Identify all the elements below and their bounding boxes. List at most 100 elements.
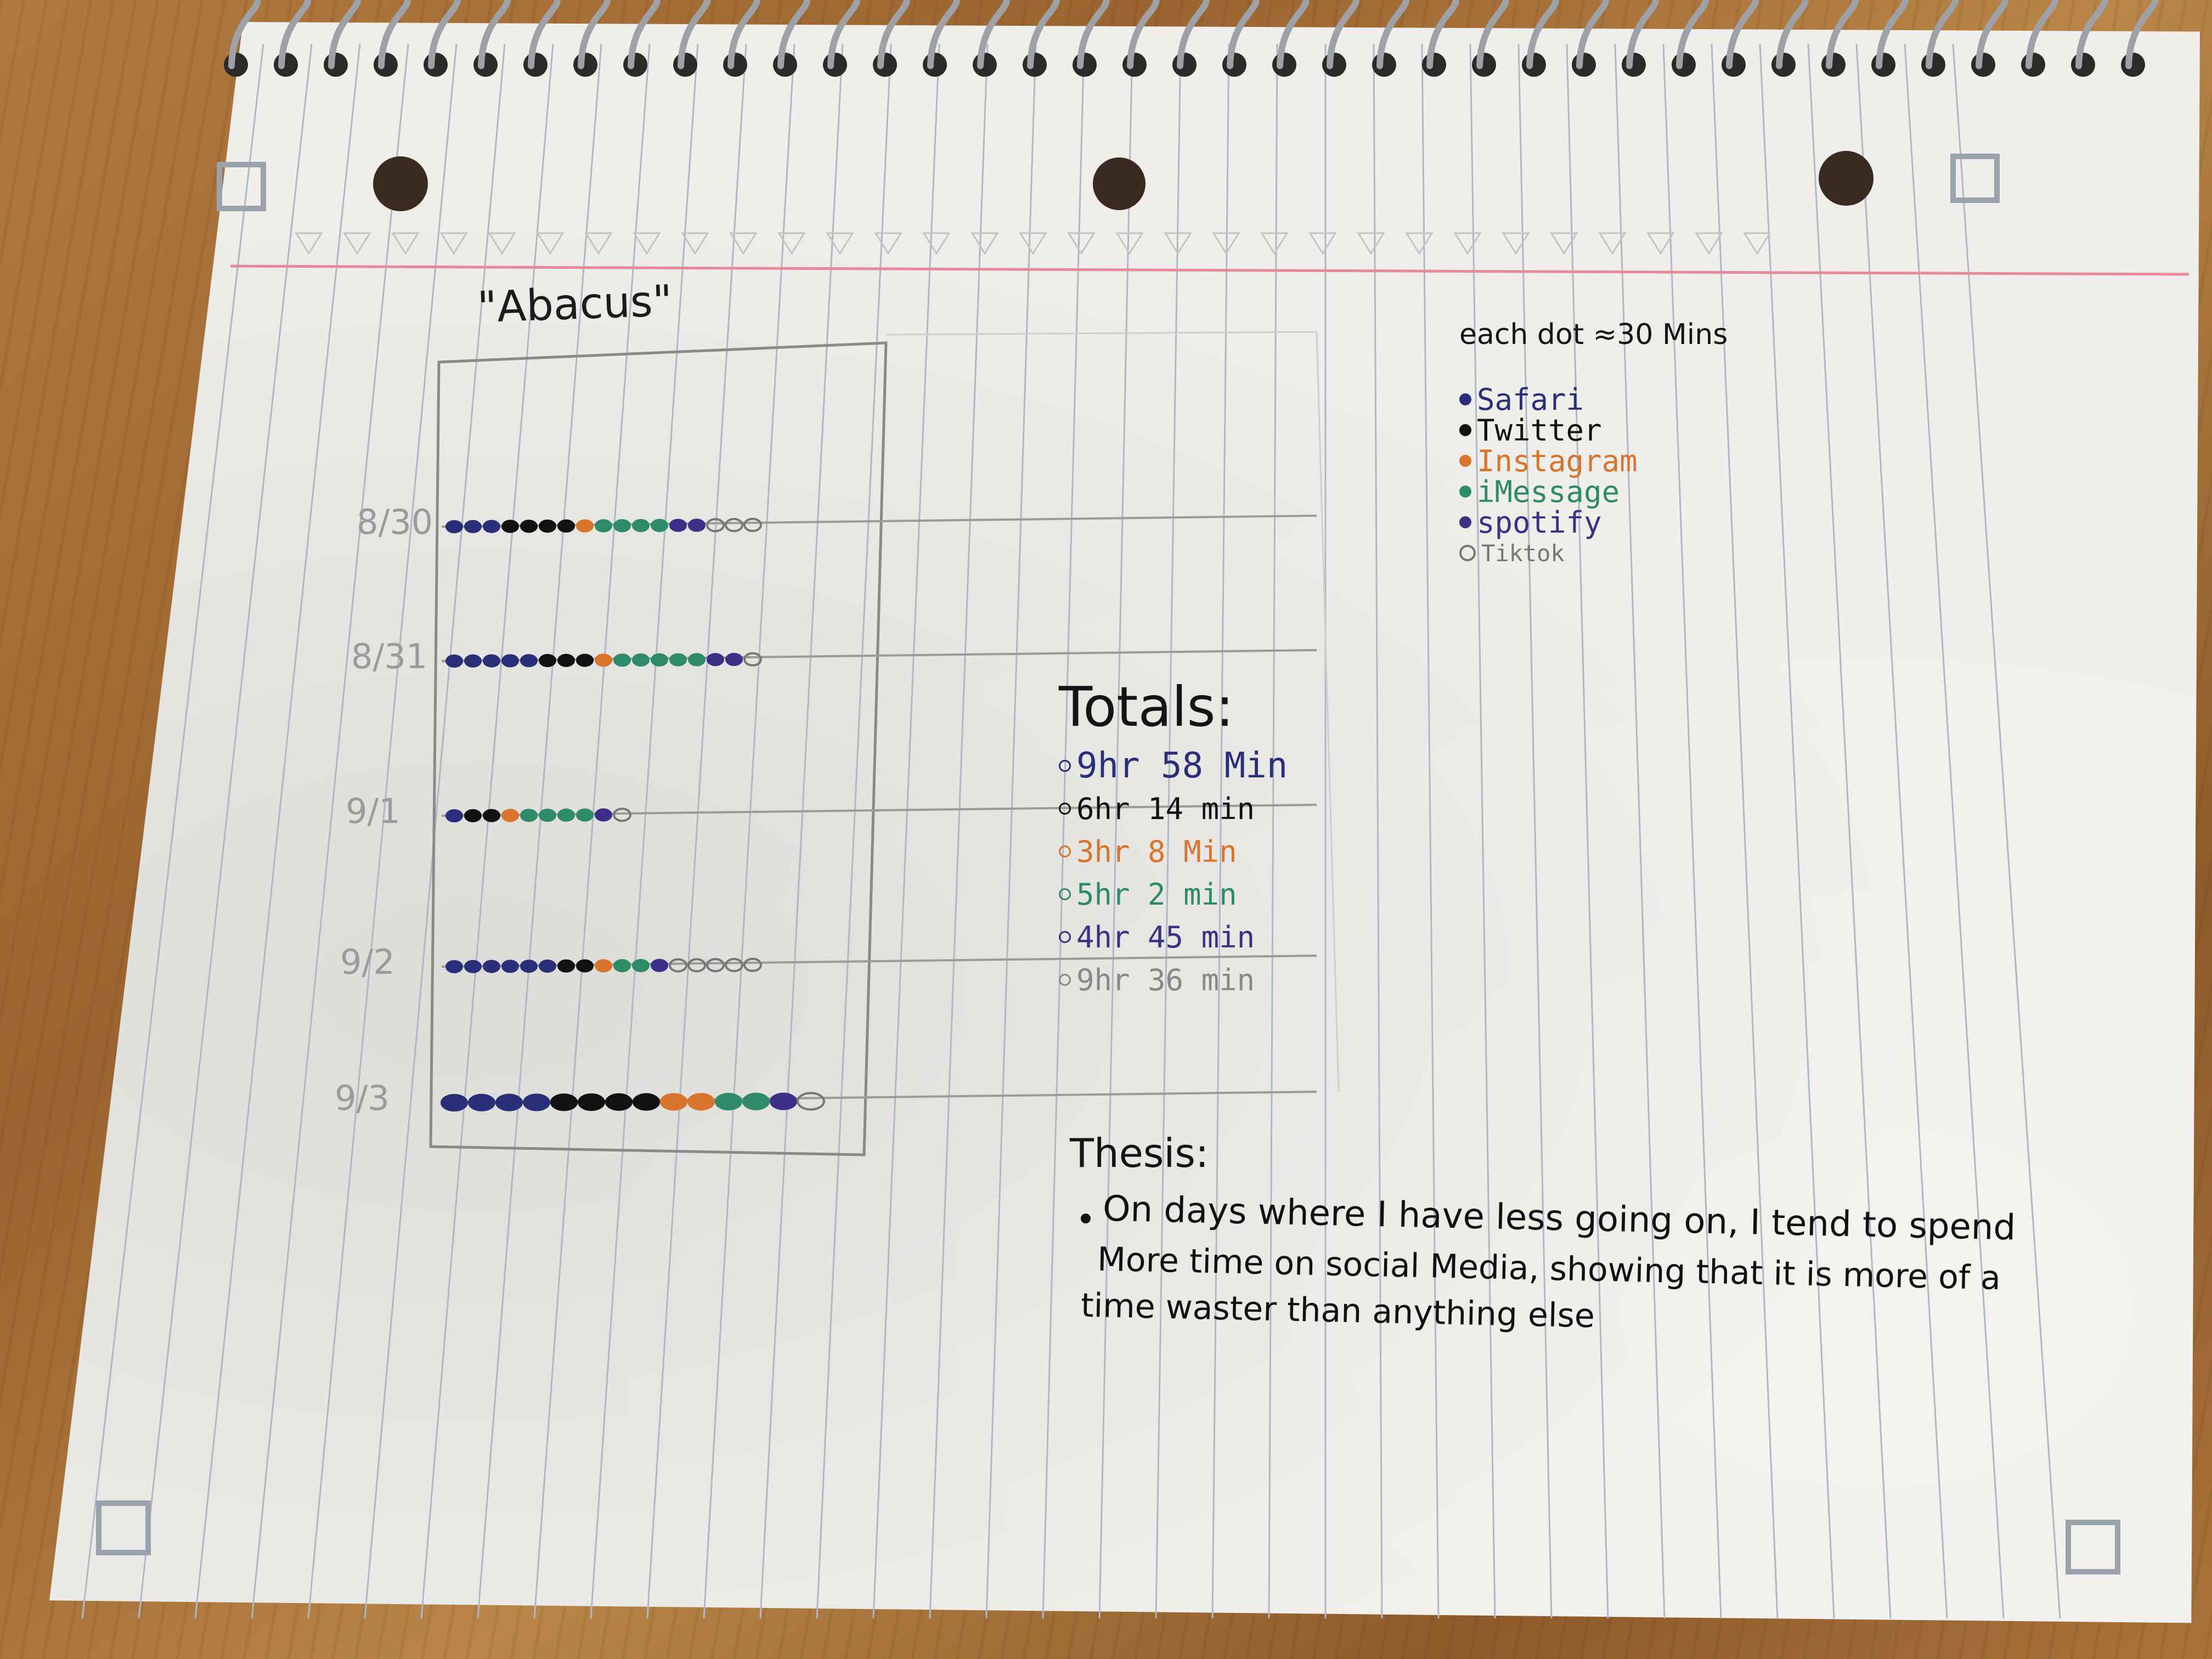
ruled-line — [194, 43, 361, 1619]
perforation-triangle — [391, 232, 420, 255]
perforation-triangle — [1308, 232, 1337, 255]
ruled-line — [138, 43, 313, 1619]
row-date-label: 9/1 — [346, 791, 400, 831]
ruled-line — [1662, 43, 1722, 1619]
abacus-dot — [539, 960, 556, 973]
abacus-dot — [501, 654, 519, 668]
row-date-label: 8/31 — [351, 636, 428, 676]
abacus-dot — [495, 1093, 523, 1111]
perforation-triangle — [1743, 232, 1771, 255]
abacus-dot — [557, 959, 575, 973]
abacus-dot — [445, 520, 463, 533]
ruled-line — [929, 43, 989, 1619]
spiral-coil — [827, 0, 860, 69]
spiral-coil — [478, 0, 511, 69]
abacus-dot — [578, 1093, 605, 1111]
abacus-dot — [613, 519, 631, 533]
ruled-line — [307, 43, 458, 1619]
perforation-triangle — [1550, 232, 1578, 255]
spiral-hole — [1422, 53, 1446, 77]
totals-heading: Totals: — [1059, 675, 1234, 739]
spiral-hole — [773, 53, 797, 77]
ruled-line — [420, 43, 554, 1619]
perforation-triangle — [488, 232, 516, 255]
legend-item: Safari — [1459, 382, 1728, 417]
spiral-coil — [1327, 0, 1359, 69]
abacus-dot — [576, 653, 594, 667]
legend-label: spotify — [1477, 505, 1602, 540]
perforation-triangle — [1212, 232, 1240, 255]
spiral-hole — [1971, 53, 1995, 77]
abacus-dot — [576, 808, 594, 822]
spiral-hole — [1921, 53, 1945, 77]
abacus-dot — [595, 808, 612, 822]
ruled-line — [81, 43, 264, 1619]
spiral-hole — [923, 53, 947, 77]
ruled-line — [1098, 43, 1133, 1619]
spiral-coil — [1177, 0, 1210, 69]
spiral-coil — [1526, 0, 1559, 69]
ruled-line — [872, 43, 940, 1619]
perforation-triangle — [1405, 232, 1434, 255]
legend-dot-icon — [1459, 455, 1471, 467]
ruled-line — [703, 43, 795, 1619]
page-title: "Abacus" — [476, 276, 673, 333]
binder-hole — [1819, 151, 1874, 206]
spiral-coil — [1776, 0, 1809, 69]
perforation-triangle — [1598, 232, 1627, 255]
spiral-coil — [1227, 0, 1260, 69]
binder-hole — [1093, 157, 1146, 210]
abacus-dot — [464, 809, 482, 822]
spiral-hole — [374, 53, 398, 77]
row-date-label: 8/30 — [357, 502, 433, 542]
ruled-line — [985, 43, 1037, 1619]
notebook-page — [49, 22, 2200, 1623]
legend-label: iMessage — [1477, 474, 1620, 509]
abacus-rows — [441, 515, 1317, 1111]
perforation-triangle — [439, 232, 468, 255]
spiral-coil — [777, 0, 810, 69]
total-dot-icon — [1059, 760, 1071, 772]
abacus-dot — [464, 960, 482, 973]
perforation-triangle — [922, 232, 951, 255]
spiral-hole — [673, 53, 697, 77]
ruled-line — [1042, 43, 1085, 1619]
abacus-dot — [483, 654, 500, 668]
perforation-triangles — [295, 232, 1771, 255]
abacus-dot — [501, 960, 519, 973]
spiral-coil — [1077, 0, 1110, 69]
total-value: 5hr 2 min — [1076, 877, 1237, 912]
legend-item: spotify — [1459, 505, 1728, 540]
perforation-triangle — [1260, 232, 1289, 255]
abacus-dot — [520, 809, 538, 822]
ruled-line — [759, 43, 844, 1619]
abacus-dot — [483, 960, 500, 973]
spiral-hole — [623, 53, 647, 77]
spiral-coil — [1626, 0, 1659, 69]
abacus-dot — [576, 959, 594, 973]
abacus-dot — [706, 518, 725, 533]
abacus-dot — [445, 809, 463, 822]
abacus-frame — [429, 341, 888, 1156]
ruled-line — [1904, 43, 2005, 1619]
abacus-dot — [669, 653, 687, 667]
abacus-dot — [797, 1092, 825, 1111]
bullet-icon — [1081, 1214, 1091, 1223]
abacus-dot — [613, 959, 631, 973]
spiral-coil — [1826, 0, 1859, 69]
abacus-dot — [605, 1093, 633, 1111]
spiral-hole — [1771, 53, 1796, 77]
spiral-coil — [1576, 0, 1609, 69]
ruled-lines — [81, 43, 2061, 1619]
abacus-dot — [539, 654, 556, 667]
legend-dot-icon — [1459, 516, 1471, 528]
legend-label: Instagram — [1477, 443, 1638, 478]
perforation-triangle — [1502, 232, 1530, 255]
perforation-triangle — [295, 232, 323, 255]
spiral-hole — [324, 53, 348, 77]
spiral-hole — [2071, 53, 2095, 77]
spiral-coil — [1027, 0, 1060, 69]
total-dot-icon — [1059, 888, 1071, 900]
abacus-dot — [613, 653, 631, 667]
